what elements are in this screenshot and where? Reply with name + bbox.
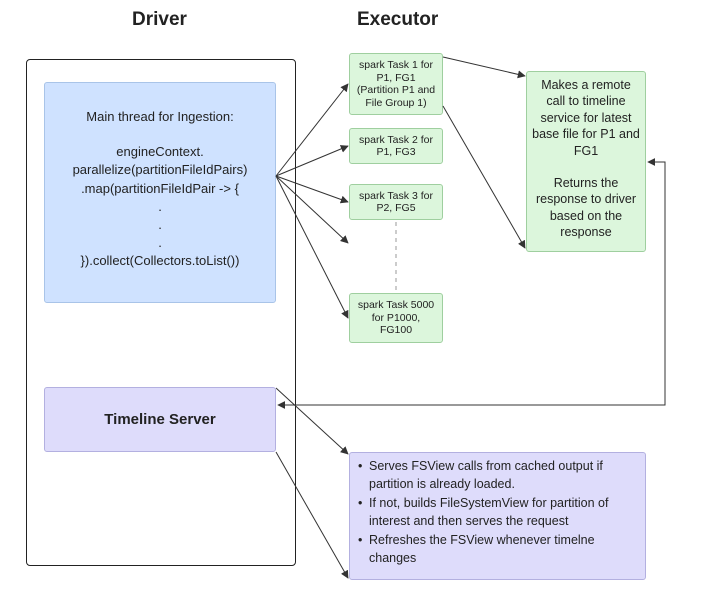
code-line: .: [158, 198, 162, 214]
main-thread-box: Main thread for Ingestion: engineContext…: [44, 82, 276, 303]
code-line: .map(partitionFileIdPair -> {: [81, 180, 239, 196]
fsview-bullet: Refreshes the FSView whenever timelne ch…: [356, 531, 639, 567]
driver-heading: Driver: [132, 9, 187, 30]
arrow-timeline-to-fsview-bottom: [275, 451, 349, 579]
main-thread-title: Main thread for Ingestion:: [86, 109, 234, 124]
arrow-timeline-remote-elbow: [277, 158, 666, 409]
arrow-main-to-task-5000: [275, 175, 349, 319]
task-line: (Partition P1 and: [356, 84, 436, 96]
arrow-timeline-to-fsview-top: [275, 387, 349, 455]
code-line: engineContext.: [116, 144, 204, 160]
fsview-bullet: Serves FSView calls from cached output i…: [356, 457, 639, 493]
task-line: P1, FG1: [376, 71, 416, 84]
code-line: .: [158, 217, 162, 233]
code-line: .: [158, 235, 162, 251]
executor-heading: Executor: [357, 9, 439, 30]
remote-line: FG1: [573, 143, 599, 158]
arrow-main-to-task-1: [275, 83, 349, 177]
code-line: }).collect(Collectors.toList()): [80, 253, 240, 269]
remote-line: call to timeline: [546, 94, 626, 109]
timeline-server-box: Timeline Server: [44, 387, 276, 452]
fsview-notes-box: Serves FSView calls from cached output i…: [349, 452, 646, 580]
arrow-task-1-from-remote: [442, 105, 526, 249]
task-line: spark Task 1 for: [359, 59, 433, 71]
remote-line: Makes a remote: [541, 78, 631, 92]
arrow-main-to-more-tasks: [275, 175, 349, 244]
code-line: parallelize(partitionFileIdPairs): [72, 162, 248, 178]
timeline-server-label: Timeline Server: [104, 411, 216, 428]
arrow-main-to-task-2: [275, 145, 349, 177]
task-line: spark Task 2 for: [359, 133, 433, 146]
arrow-task-1-to-remote: [442, 56, 526, 79]
task-line: P1, FG3: [376, 146, 416, 158]
fsview-bullet: If not, builds FileSystemView for partit…: [356, 494, 639, 530]
spark-task-1-box: spark Task 1 for P1, FG1 (Partition P1 a…: [349, 53, 443, 115]
remote-line: service for latest: [540, 110, 632, 125]
remote-line: base file for P1 and: [532, 127, 640, 142]
task-line: File Group 1): [365, 96, 427, 109]
fsview-bullet-list: Serves FSView calls from cached output i…: [356, 457, 639, 567]
